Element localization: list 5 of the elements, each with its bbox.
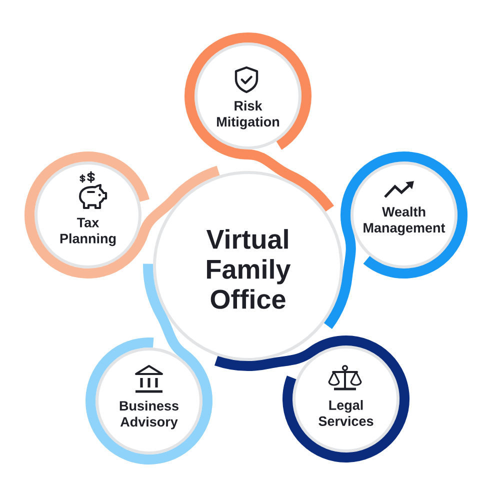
ribbon-connector: [86, 264, 212, 464]
ribbon-connector: [324, 152, 468, 329]
ribbon-connector: [214, 336, 410, 462]
ribbon-connector: [184, 32, 334, 212]
ribbon-connector: [24, 152, 220, 278]
